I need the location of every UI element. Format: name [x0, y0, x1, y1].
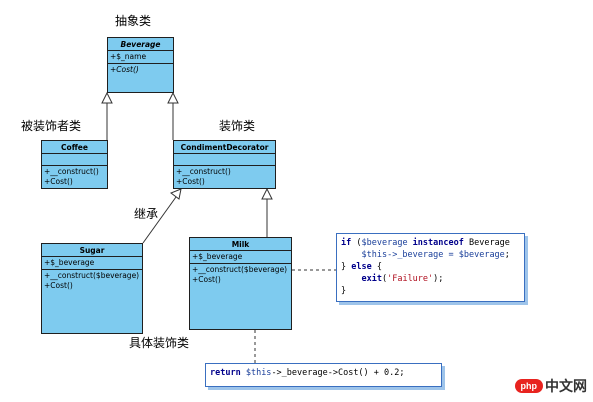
class-sugar[interactable]: Sugar +$_beverage +__construct($beverage… [41, 243, 143, 334]
class-coffee-name: Coffee [42, 141, 107, 154]
code-text: ->_beverage->Cost() + 0.2; [271, 368, 405, 378]
op-construct: +__construct() [44, 167, 99, 176]
watermark-text: 中文网 [545, 379, 587, 395]
class-condiment-decorator[interactable]: CondimentDecorator +__construct() +Cost(… [173, 140, 276, 189]
class-coffee[interactable]: Coffee +__construct() +Cost() [41, 140, 108, 189]
class-beverage-attrs: +$_name [108, 51, 173, 64]
code-line-return: return $this->_beverage->Cost() + 0.2; [210, 367, 437, 379]
class-coffee-attrs [42, 154, 107, 166]
watermark-php-oval: php [514, 379, 543, 393]
class-condiment-attrs [174, 154, 275, 166]
class-milk-attrs: +$_beverage [190, 251, 291, 264]
code-string: 'Failure' [387, 274, 434, 284]
code-text: ); [433, 274, 444, 284]
code-text: Beverage [463, 238, 510, 248]
code-text: ( [351, 238, 362, 248]
kw-instanceof: instanceof [407, 238, 464, 248]
class-beverage[interactable]: Beverage +$_name +Cost() [107, 37, 174, 93]
code-line-1: if ($beverage instanceof Beverage [341, 237, 520, 249]
inherit-arrow-coffee [101, 91, 113, 104]
code-text: ->_beverage = [387, 250, 459, 260]
op-construct: +__construct($beverage) [44, 271, 140, 280]
op-construct: +__construct() [176, 167, 231, 176]
op-cost: +Cost() [192, 275, 221, 284]
class-sugar-attrs: +$_beverage [42, 257, 142, 270]
kw-if: if [341, 238, 352, 248]
kw-return: return [210, 368, 241, 378]
code-note-construct: if ($beverage instanceof Beverage $this-… [336, 233, 525, 302]
attr-name: +$_name [110, 52, 147, 61]
code-line-5: } [341, 285, 520, 297]
inherit-arrow-condiment [167, 91, 179, 104]
kw-else: else [351, 262, 372, 272]
code-text: ( [381, 274, 388, 284]
code-text: ; [504, 250, 510, 260]
label-decorator: 装饰类 [219, 119, 256, 133]
attr-beverage: +$_beverage [44, 258, 95, 267]
watermark-logo: php 中文网 [514, 376, 587, 396]
op-cost: +Cost() [44, 177, 73, 186]
class-milk[interactable]: Milk +$_beverage +__construct($beverage)… [189, 237, 292, 330]
label-decorated: 被装饰者类 [21, 119, 82, 133]
class-beverage-name: Beverage [108, 38, 173, 51]
class-condiment-ops: +__construct() +Cost() [174, 166, 275, 188]
kw-exit: exit [361, 274, 382, 284]
code-var: $beverage [361, 238, 408, 248]
code-note-cost: return $this->_beverage->Cost() + 0.2; [205, 363, 442, 387]
code-text: { [371, 262, 382, 272]
op-cost: +Cost() [110, 65, 139, 74]
code-var: $this [361, 250, 388, 260]
code-text: } [341, 286, 347, 296]
class-coffee-ops: +__construct() +Cost() [42, 166, 107, 188]
op-cost: +Cost() [176, 177, 205, 186]
code-var: $this [240, 368, 272, 378]
code-var: $beverage [458, 250, 505, 260]
op-cost: +Cost() [44, 281, 73, 290]
op-construct: +__construct($beverage) [192, 265, 288, 274]
attr-beverage: +$_beverage [192, 252, 243, 261]
code-line-3: } else { [341, 261, 520, 273]
class-sugar-name: Sugar [42, 244, 142, 257]
class-beverage-ops: +Cost() [108, 64, 173, 76]
class-condiment-name: CondimentDecorator [174, 141, 275, 154]
code-text: } [341, 262, 352, 272]
code-line-2: $this->_beverage = $beverage; [341, 249, 520, 261]
inherit-arrow-milk [261, 187, 273, 200]
class-milk-ops: +__construct($beverage) +Cost() [190, 264, 291, 286]
class-milk-name: Milk [190, 238, 291, 251]
class-sugar-ops: +__construct($beverage) +Cost() [42, 270, 142, 292]
label-abstract: 抽象类 [115, 14, 152, 28]
inherit-arrow-sugar [169, 188, 182, 200]
code-line-4: exit('Failure'); [341, 273, 520, 285]
label-inherit: 继承 [134, 207, 159, 221]
sugar-inherit-line [142, 196, 177, 244]
label-concrete: 具体装饰类 [129, 336, 190, 350]
